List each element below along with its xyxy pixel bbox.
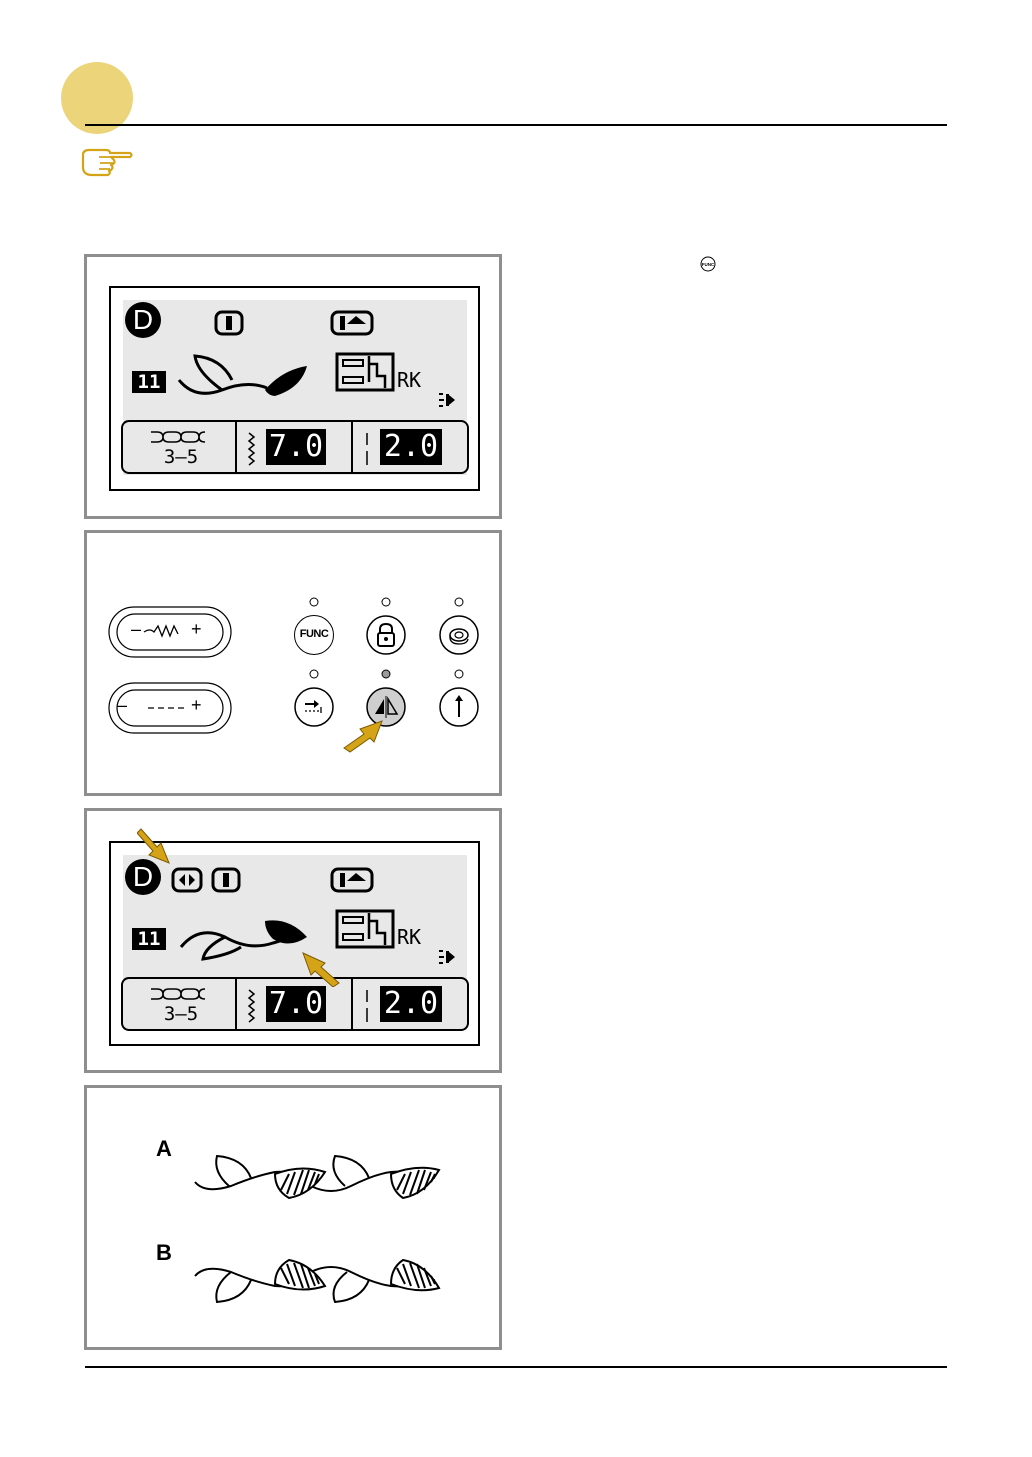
svg-text:FUNC: FUNC	[702, 262, 715, 267]
stitch-width-rocker[interactable]	[108, 606, 232, 658]
arrow-icon	[302, 952, 340, 987]
led-lock	[381, 597, 391, 607]
bobbin-winder-button[interactable]	[439, 615, 479, 655]
pattern-number: 11	[132, 928, 166, 950]
leaf-stitch-mirrored-icon	[179, 920, 307, 961]
length-plus-label: +	[191, 695, 202, 715]
led-bobbin	[454, 597, 464, 607]
figure-lcd-normal: D 11 RK	[84, 254, 502, 519]
arrow-icon	[343, 720, 383, 753]
feed-dog-icon	[439, 393, 455, 407]
presser-foot-icon	[335, 352, 395, 392]
header-rule	[85, 124, 947, 126]
sample-b-label: B	[156, 1240, 172, 1265]
lcd-settings-bar	[121, 420, 469, 474]
stitch-range: 3–5	[163, 1003, 199, 1025]
lcd-screen: D 11 RK	[109, 841, 480, 1046]
led-func	[309, 597, 319, 607]
func-button-icon: FUNC	[700, 256, 716, 272]
presser-foot-icon	[335, 909, 395, 949]
figure-stitch-samples: A B	[84, 1085, 502, 1350]
presser-foot-up-icon	[330, 867, 374, 893]
zigzag-width-icon	[247, 989, 256, 1023]
length-value: 2.0	[380, 429, 442, 465]
figure-lcd-mirrored: D 11 RK	[84, 808, 502, 1073]
stitch-sample-a	[194, 1154, 441, 1200]
stitch-sample-b	[194, 1258, 441, 1304]
pointing-hand-icon	[81, 148, 133, 177]
mirror-image-button[interactable]	[366, 687, 406, 727]
tension-icon	[151, 988, 206, 1000]
stitch-length-icon	[366, 433, 368, 465]
lcd-divider	[351, 977, 353, 1031]
lock-button[interactable]	[366, 615, 406, 655]
chapter-marker	[61, 62, 133, 134]
needle-position-icon	[214, 310, 244, 336]
needle-up-down-button[interactable]	[439, 687, 479, 727]
stitch-length-icon	[366, 990, 368, 1022]
lcd-screen: D 11 RK	[109, 286, 480, 491]
mode-letter: D	[132, 861, 154, 892]
width-value: 7.0	[266, 986, 326, 1022]
width-plus-label: +	[191, 619, 202, 639]
func-button[interactable]: FUNC	[294, 615, 334, 655]
tension-icon	[151, 431, 206, 443]
stitch-length-rocker[interactable]	[108, 682, 232, 734]
func-button-label: FUNC	[299, 628, 329, 640]
lcd-settings-bar	[121, 977, 469, 1031]
width-value: 7.0	[266, 429, 326, 465]
foot-code: RK	[397, 925, 422, 949]
foot-code: RK	[397, 368, 422, 392]
mode-indicator: D	[125, 302, 161, 338]
sample-a-label: A	[156, 1136, 172, 1161]
mirror-indicator-icon	[171, 867, 203, 893]
length-minus-label: –	[117, 695, 128, 715]
mode-indicator: D	[125, 859, 161, 895]
length-value: 2.0	[380, 986, 442, 1022]
footer-rule	[85, 1366, 947, 1368]
zigzag-width-icon	[247, 432, 256, 466]
pattern-number: 11	[132, 371, 166, 393]
figure-control-panel: – + – + FUNC	[84, 530, 502, 796]
mode-letter: D	[132, 304, 154, 335]
leaf-stitch-icon	[177, 354, 307, 396]
arrow-icon	[137, 828, 170, 864]
presser-foot-up-icon	[330, 310, 374, 336]
led-needle	[454, 669, 464, 679]
pattern-end-button[interactable]	[294, 687, 334, 727]
lcd-divider	[351, 420, 353, 474]
led-start-stop	[309, 669, 319, 679]
feed-dog-icon	[439, 950, 455, 964]
width-minus-label: –	[131, 619, 142, 639]
needle-position-icon	[211, 867, 241, 893]
lcd-divider	[235, 420, 237, 474]
stitch-range: 3–5	[163, 446, 199, 468]
lcd-divider	[235, 977, 237, 1031]
led-mirror	[381, 669, 391, 679]
